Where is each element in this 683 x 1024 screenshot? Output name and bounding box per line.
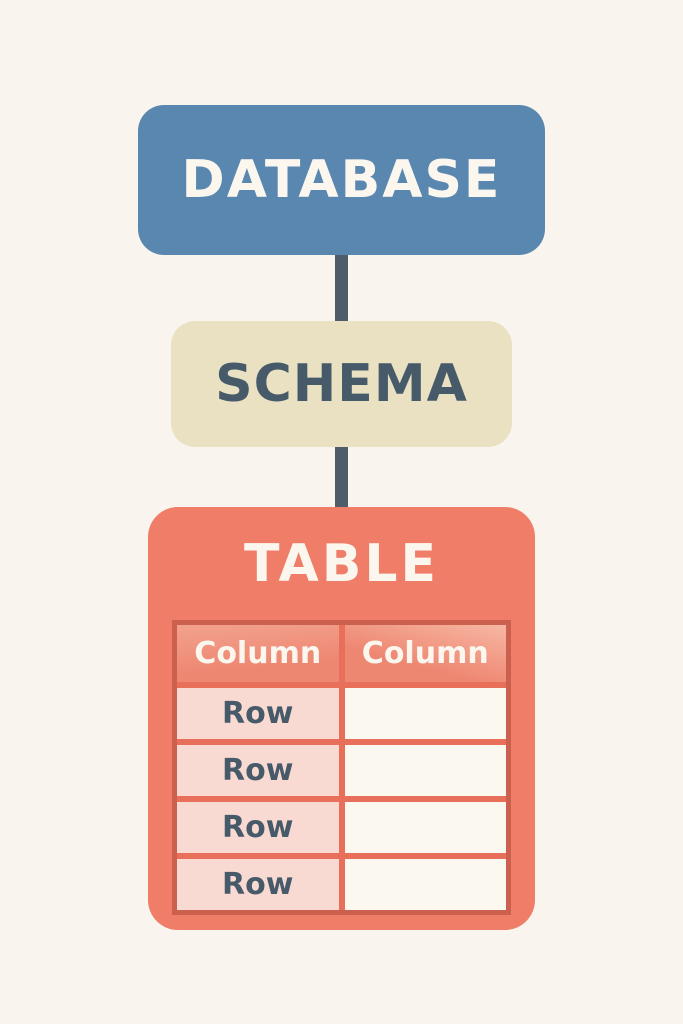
connector-database-schema [335, 255, 348, 321]
column-header: Column [344, 625, 506, 682]
database-node: DATABASE [138, 105, 545, 255]
table-grid: Column Column Row Row Row Row [172, 620, 511, 915]
row-label-cell: Row [177, 859, 339, 910]
empty-cell [344, 688, 506, 739]
row-label-cell: Row [177, 688, 339, 739]
database-label: DATABASE [181, 150, 502, 210]
row-label-cell: Row [177, 802, 339, 853]
empty-cell [344, 745, 506, 796]
schema-label: SCHEMA [215, 354, 468, 414]
connector-schema-table [335, 447, 348, 507]
row-label-cell: Row [177, 745, 339, 796]
table-node: TABLE Column Column Row Row Row Row [148, 507, 535, 930]
column-header: Column [177, 625, 339, 682]
empty-cell [344, 859, 506, 910]
schema-node: SCHEMA [171, 321, 512, 447]
table-label: TABLE [244, 533, 439, 594]
empty-cell [344, 802, 506, 853]
